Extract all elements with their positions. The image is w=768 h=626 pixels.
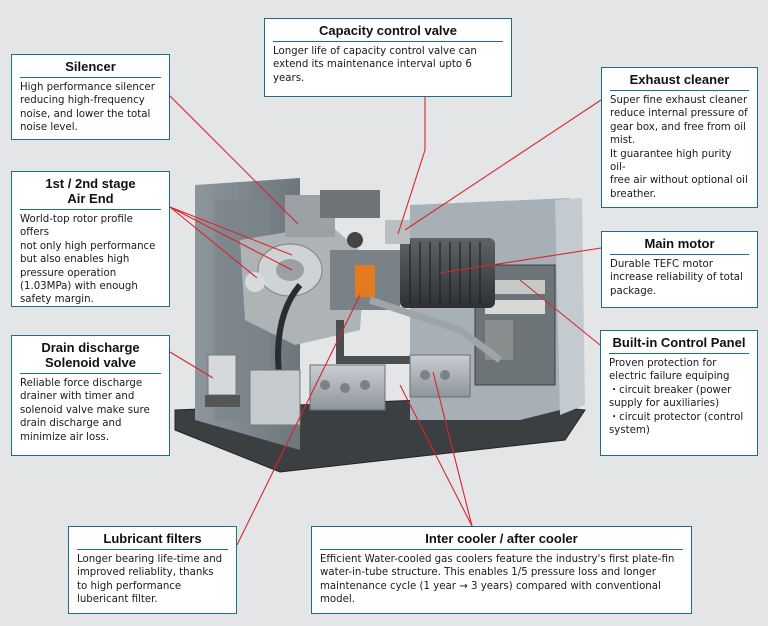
silencer-title: Silencer [20, 59, 161, 78]
exhaust-text: Super fine exhaust cleaner reduce intern… [610, 95, 748, 200]
lubricant-filter-block [249, 369, 301, 426]
motor-text: Durable TEFC motor increase reliability … [610, 259, 743, 297]
callout-exhaust-cleaner: Exhaust cleaner Super fine exhaust clean… [601, 67, 758, 208]
control-panel-title: Built-in Control Panel [609, 335, 749, 354]
control-panel-text: Proven protection for electric failure e… [609, 358, 744, 437]
lubricant-text: Longer bearing life-time and improved re… [77, 554, 223, 606]
capacity-valve-title: Capacity control valve [273, 23, 503, 42]
callout-lubricant-filters: Lubricant filters Longer bearing life-ti… [68, 526, 237, 614]
air-end-text: World-top rotor profile offers not only … [20, 214, 156, 306]
intercooler-title: Inter cooler / after cooler [320, 531, 683, 550]
after-cooler [409, 354, 471, 398]
callout-main-motor: Main motor Durable TEFC motor increase r… [601, 231, 758, 308]
drain-title: Drain discharge Solenoid valve [20, 340, 161, 374]
callout-silencer: Silencer High performance silencer reduc… [11, 54, 170, 140]
motor-title: Main motor [610, 236, 749, 255]
capacity-valve-text: Longer life of capacity control valve ca… [273, 46, 477, 84]
drain-text: Reliable force discharge drainer with ti… [20, 378, 150, 443]
intercooler-text: Efficient Water-cooled gas coolers featu… [320, 554, 675, 606]
exhaust-title: Exhaust cleaner [610, 72, 749, 91]
air-end-title: 1st / 2nd stage Air End [20, 176, 161, 210]
callout-air-end: 1st / 2nd stage Air End World-top rotor … [11, 171, 170, 307]
callout-capacity-control-valve: Capacity control valve Longer life of ca… [264, 18, 512, 97]
silencer-text: High performance silencer reducing high-… [20, 82, 155, 134]
callout-drain-discharge: Drain discharge Solenoid valve Reliable … [11, 335, 170, 456]
callout-control-panel: Built-in Control Panel Proven protection… [600, 330, 758, 456]
callout-intercooler: Inter cooler / after cooler Efficient Wa… [311, 526, 692, 614]
main-motor [400, 238, 495, 308]
lubricant-title: Lubricant filters [77, 531, 228, 550]
